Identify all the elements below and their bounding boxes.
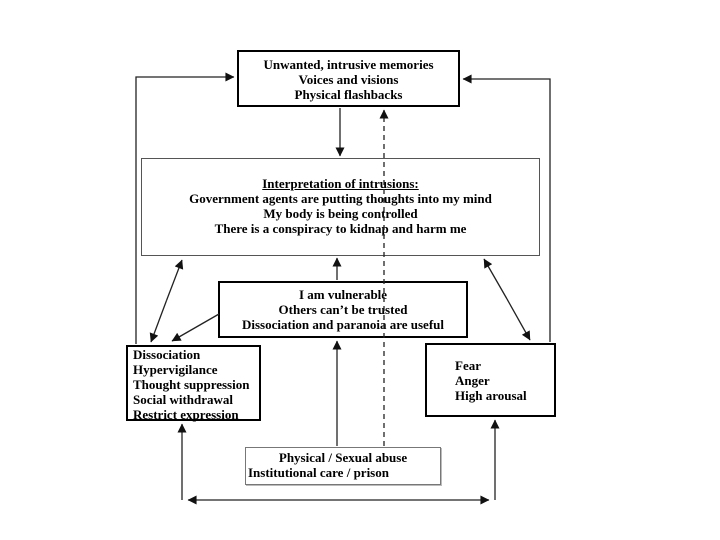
box-line: Others can’t be trusted [278, 302, 408, 317]
box-core-beliefs: I am vulnerable Others can’t be trusted … [218, 281, 468, 338]
double-arrow-interpretation-safety [149, 259, 184, 343]
box-line: Physical / Sexual abuse [278, 450, 408, 465]
box-title: Interpretation of intrusions: [262, 176, 419, 191]
box-line: My body is being controlled [263, 206, 418, 221]
box-line: Hypervigilance [133, 362, 218, 377]
box-line: Physical flashbacks [294, 87, 403, 102]
box-line: High arousal [455, 388, 527, 403]
box-line: Fear [455, 358, 481, 373]
box-interpretation-of-intrusions: Interpretation of intrusions: Government… [141, 158, 540, 256]
box-line: Thought suppression [133, 377, 250, 392]
arrow-beliefs-to-safety [171, 313, 220, 342]
box-intrusive-memories: Unwanted, intrusive memories Voices and … [237, 50, 460, 107]
box-line: Anger [455, 373, 490, 388]
box-line: Voices and visions [298, 72, 399, 87]
box-safety-behaviours: Dissociation Hypervigilance Thought supp… [126, 345, 261, 422]
box-line: Institutional care / prison [248, 465, 389, 480]
double-arrow-interpretation-emotions [483, 258, 531, 341]
box-trauma-history: Physical / Sexual abuse Institutional ca… [245, 447, 441, 485]
box-line: Unwanted, intrusive memories [263, 57, 434, 72]
box-line: There is a conspiracy to kidnap and harm… [214, 221, 467, 236]
box-line: Social withdrawal [133, 392, 234, 407]
box-emotions: Fear Anger High arousal [425, 343, 556, 417]
box-line: Government agents are putting thoughts i… [189, 191, 492, 206]
box-line: Dissociation and paranoia are useful [241, 317, 444, 332]
box-line: Restrict expression [133, 407, 239, 422]
box-line: Dissociation [133, 347, 201, 362]
box-line: I am vulnerable [298, 287, 388, 302]
